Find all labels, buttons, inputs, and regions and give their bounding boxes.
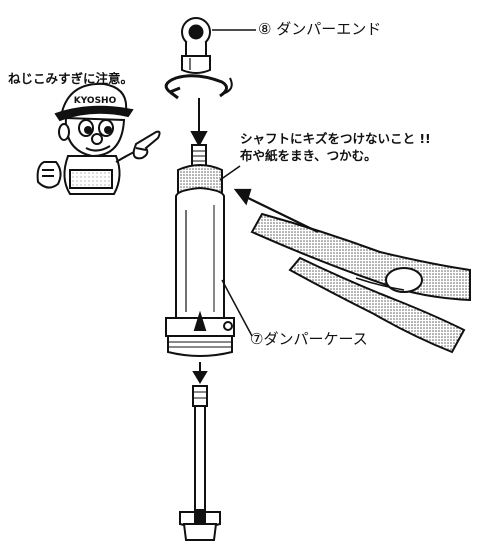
shaft-warning-line1: シャフトにキズをつけないこと !! xyxy=(240,131,431,146)
damper-end-label: ⑧ ダンパーエンド xyxy=(258,20,382,38)
grip-arrow xyxy=(233,188,319,233)
assembly-down-arrow xyxy=(190,98,208,148)
mascot-cap-text: KYOSHO xyxy=(74,96,117,106)
warning-leader xyxy=(219,165,241,181)
damper-case-label: ⑦ダンパーケース xyxy=(250,330,368,348)
overtighten-note: ねじこみすぎに注意。 xyxy=(8,71,134,86)
pliers-tool xyxy=(250,212,471,354)
shaft-warning: シャフトにキズをつけないこと !! 布や紙をまき、つかむ。 xyxy=(240,130,431,164)
damper-shaft-top xyxy=(191,144,207,168)
rotation-arrow xyxy=(164,74,233,100)
shaft-warning-line2: 布や紙をまき、つかむ。 xyxy=(240,148,377,163)
damper-end-part xyxy=(181,17,211,74)
mascot-character xyxy=(36,82,161,195)
damper-case-part xyxy=(165,186,235,357)
damper-shaft-bottom xyxy=(192,385,208,511)
piston-part xyxy=(179,511,221,541)
damper-case-leader xyxy=(221,279,253,337)
mascot-cap-logo: KYOSHO xyxy=(74,96,117,106)
lower-shaft-arrow xyxy=(192,362,208,384)
